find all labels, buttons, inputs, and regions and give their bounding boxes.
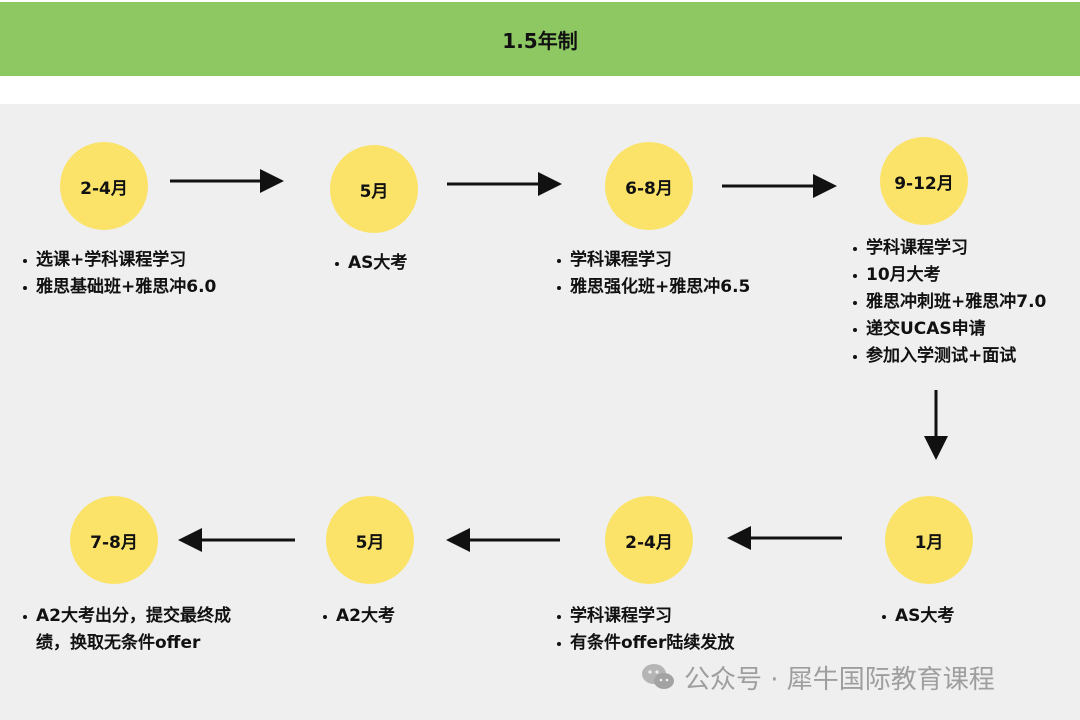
timeline-node: 5月	[326, 496, 414, 584]
node-label: 5月	[359, 181, 389, 202]
wechat-icon	[642, 664, 674, 689]
node-label: 6-8月	[625, 178, 673, 199]
detail-item: 10月大考	[852, 262, 1046, 289]
node-details: A2大考	[322, 603, 395, 630]
timeline-node: 9-12月	[880, 137, 968, 225]
detail-item: 学科课程学习	[852, 235, 1046, 262]
detail-item: A2大考	[322, 603, 395, 630]
node-details: 学科课程学习 10月大考 雅思冲刺班+雅思冲7.0 递交UCAS申请 参加入学测…	[852, 235, 1046, 370]
node-details: 选课+学科课程学习 雅思基础班+雅思冲6.0	[22, 247, 216, 301]
timeline-node: 2-4月	[60, 142, 148, 230]
detail-item: 学科课程学习	[556, 247, 750, 274]
node-label: 1月	[914, 532, 944, 553]
timeline-node: 6-8月	[605, 142, 693, 230]
node-label: 5月	[355, 532, 385, 553]
detail-item: 学科课程学习	[556, 603, 734, 630]
header-bar: 1.5年制	[0, 2, 1080, 76]
watermark: 公众号 · 犀牛国际教育课程	[640, 660, 995, 695]
node-label: 9-12月	[894, 173, 954, 194]
detail-item: 参加入学测试+面试	[852, 343, 1046, 370]
timeline-node: 7-8月	[70, 496, 158, 584]
detail-item: AS大考	[881, 603, 954, 630]
node-details: A2大考出分，提交最终成绩，换取无条件offer	[22, 603, 262, 657]
detail-item: 雅思强化班+雅思冲6.5	[556, 274, 750, 301]
watermark-text: 公众号 · 犀牛国际教育课程	[684, 664, 995, 695]
timeline-node: 1月	[885, 496, 973, 584]
node-details: 学科课程学习 有条件offer陆续发放	[556, 603, 734, 657]
node-details: AS大考	[334, 250, 407, 277]
node-label: 7-8月	[90, 532, 138, 553]
detail-item: AS大考	[334, 250, 407, 277]
node-label: 2-4月	[625, 532, 673, 553]
detail-item: 选课+学科课程学习	[22, 247, 216, 274]
detail-item: 雅思基础班+雅思冲6.0	[22, 274, 216, 301]
page-title: 1.5年制	[502, 28, 578, 53]
detail-item: 递交UCAS申请	[852, 316, 1046, 343]
detail-item: 雅思冲刺班+雅思冲7.0	[852, 289, 1046, 316]
timeline-node: 2-4月	[605, 496, 693, 584]
detail-item: 有条件offer陆续发放	[556, 630, 734, 657]
node-details: AS大考	[881, 603, 954, 630]
node-details: 学科课程学习 雅思强化班+雅思冲6.5	[556, 247, 750, 301]
node-label: 2-4月	[80, 178, 128, 199]
detail-item: A2大考出分，提交最终成绩，换取无条件offer	[22, 603, 262, 657]
timeline-node: 5月	[330, 145, 418, 233]
